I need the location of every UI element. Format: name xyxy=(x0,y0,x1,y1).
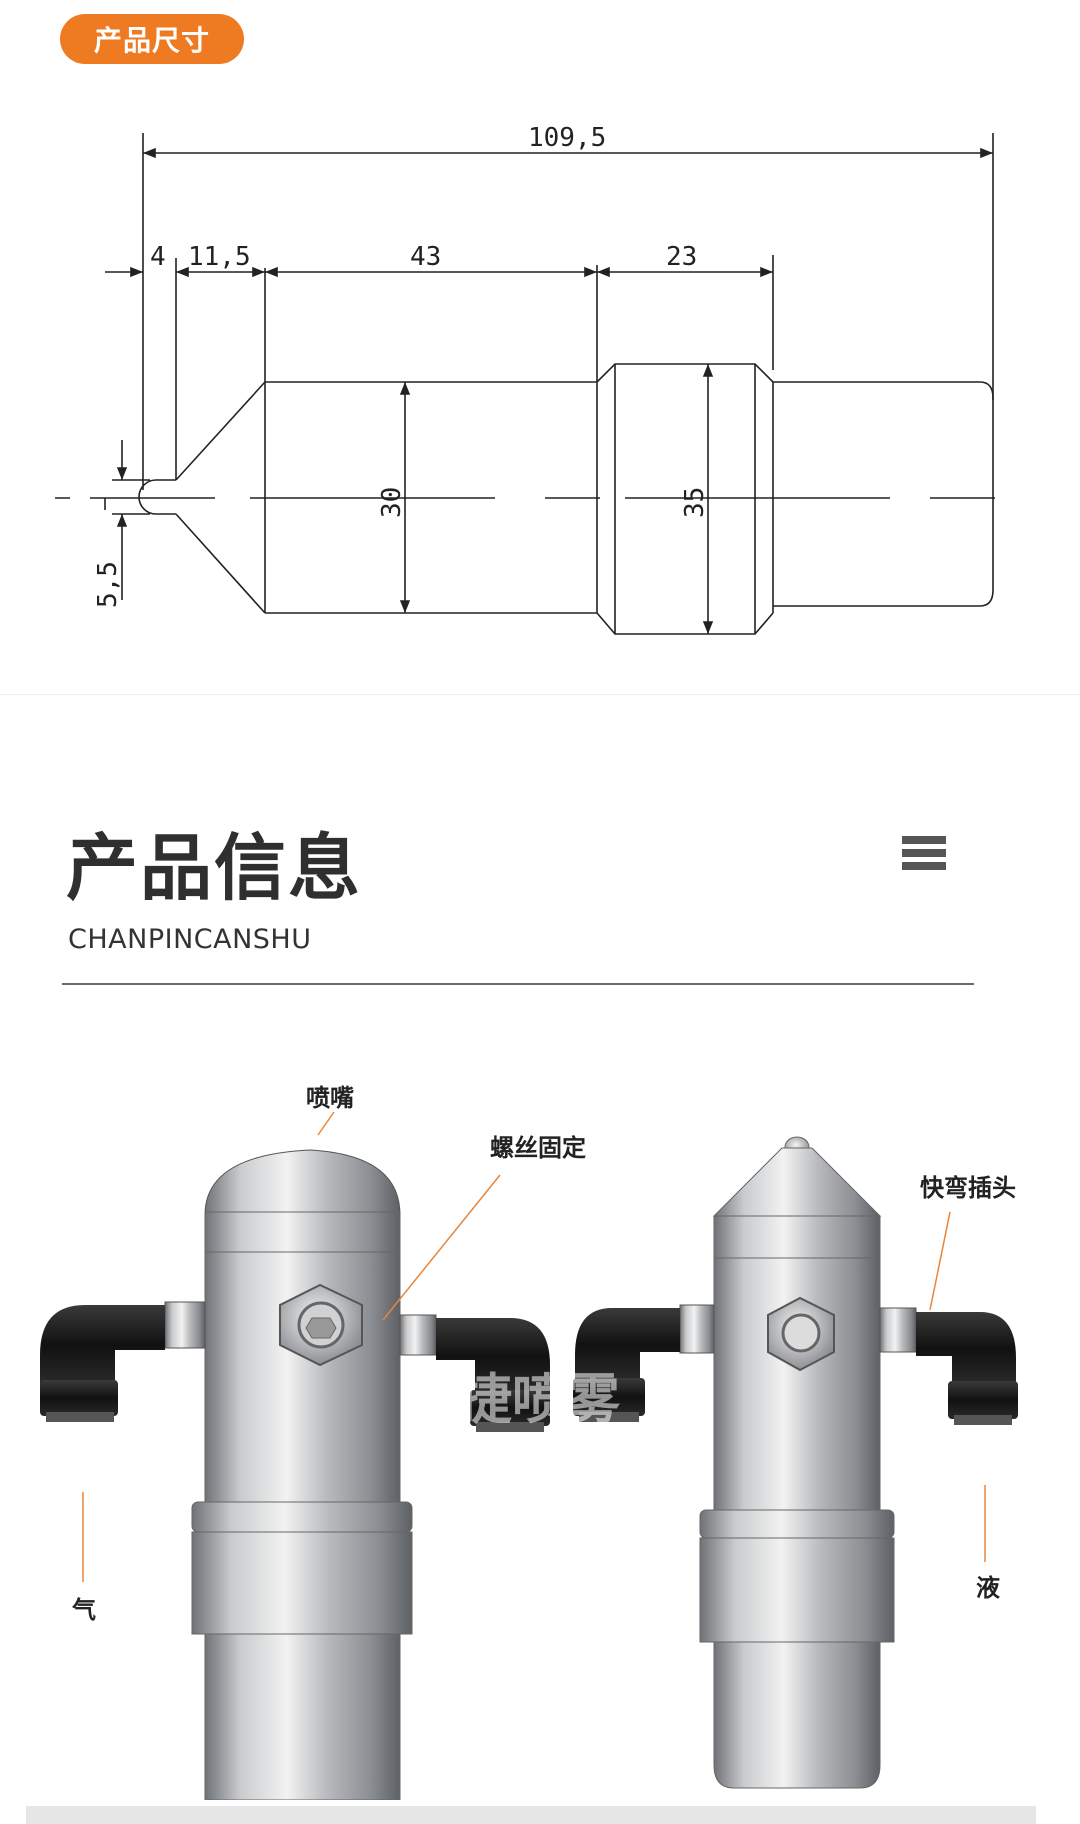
product-photo: 捷喷雾 喷嘴 螺丝固定 快弯插头 气 液 xyxy=(0,1040,1080,1801)
info-subtitle: CHANPINCANSHU xyxy=(68,924,312,955)
dimension-drawing-svg: 109,5 4 11,5 43 23 5,5 30 35 xyxy=(55,123,995,635)
badge-label: 产品尺寸 xyxy=(93,24,210,57)
watermark: 捷喷雾 xyxy=(458,1368,621,1431)
info-title: 产品信息 xyxy=(66,826,363,910)
label-nozzle: 喷嘴 xyxy=(306,1084,354,1112)
dim-body-diameter-label: 30 xyxy=(377,487,407,518)
tip-outline xyxy=(138,479,176,515)
dim-body-label: 43 xyxy=(410,242,441,272)
dim-collar-label: 23 xyxy=(666,242,697,272)
collar-outline xyxy=(596,363,774,635)
body-outline xyxy=(264,381,597,614)
product-photo-svg: 捷喷雾 xyxy=(40,1111,1018,1801)
left-nozzle xyxy=(40,1149,550,1801)
dim-tip-label: 4 xyxy=(150,242,166,272)
section-badge-dimensions: 产品尺寸 xyxy=(60,14,244,64)
dim-tip-diameter-label: 5,5 xyxy=(93,561,123,608)
label-liquid: 液 xyxy=(976,1574,1000,1602)
right-nozzle xyxy=(573,1136,1018,1789)
section-divider xyxy=(0,694,1080,695)
extension-lines xyxy=(104,133,994,510)
label-quick-elbow: 快弯插头 xyxy=(920,1174,1016,1202)
rear-shaft-outline xyxy=(773,381,994,607)
dim-collar-diameter-label: 35 xyxy=(680,487,710,518)
dim-total-label: 109,5 xyxy=(528,123,606,153)
label-gas: 气 xyxy=(72,1596,96,1624)
dimension-drawing: 109,5 4 11,5 43 23 5,5 30 35 xyxy=(0,80,1080,680)
cone-outline xyxy=(175,381,266,614)
label-screw-fixed: 螺丝固定 xyxy=(490,1134,586,1162)
dim-cone-label: 11,5 xyxy=(188,242,251,272)
leader-lines xyxy=(82,1111,986,1582)
footer-bar xyxy=(26,1806,1036,1824)
menu-icon[interactable] xyxy=(902,836,946,874)
info-divider xyxy=(62,983,974,985)
